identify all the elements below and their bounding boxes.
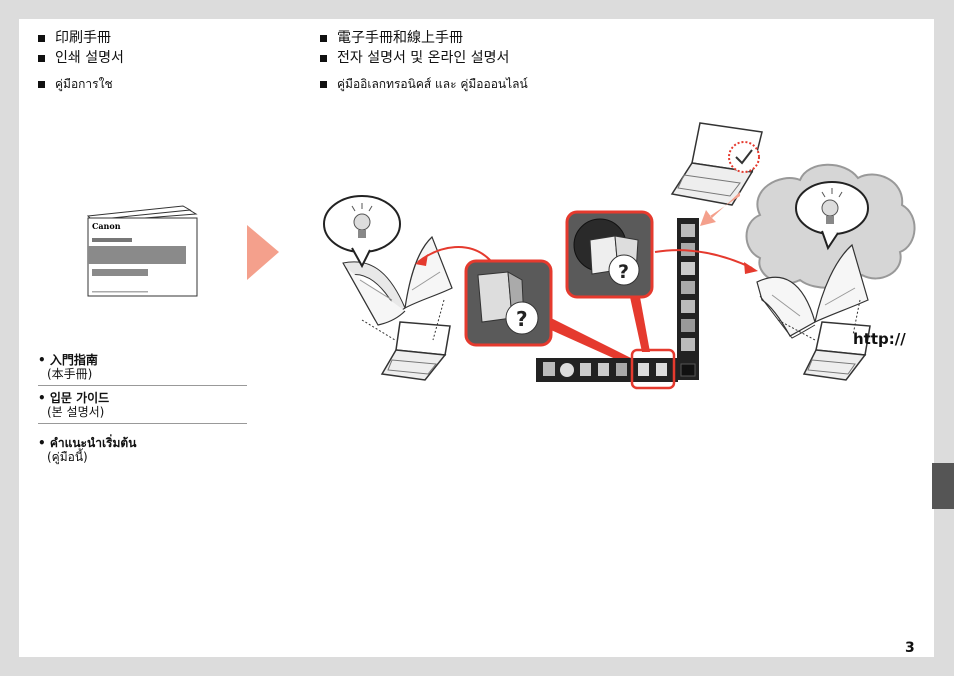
laptop-right-icon [802,321,871,381]
header-right-line1: 電子手冊和線上手冊 [337,30,463,46]
guide-title: • 입문 가이드 [38,391,110,405]
section-tab[interactable] [932,463,954,509]
guide-subtitle: (คู่มือนี้) [47,450,88,464]
page-number: 3 [905,640,915,656]
vertical-toolbar[interactable] [677,218,699,380]
lightbulb-bubble-left-icon [323,195,401,269]
bullet-icon [320,54,327,62]
printed-manual-icon: Canon [86,205,198,297]
guide-item-ko: • 입문 가이드 (본 설명서) [38,391,247,419]
open-book-left-icon [342,235,453,326]
callout-pointer [630,297,650,352]
guide-subtitle: (본 설명서) [47,405,105,419]
header-right-line3: คู่มืออิเลกทรอนิคส์ และ คู่มือออนไลน์ [337,77,528,91]
manual-help-icon: ? [464,259,553,347]
svg-text:?: ? [618,261,629,283]
arrow-right-icon [247,225,279,280]
header-right-line2: 전자 설명서 및 온라인 설명서 [337,50,510,66]
open-book-right-icon [756,243,869,339]
callout-pointer [551,318,640,370]
lightbulb-bubble-right-icon [795,181,869,251]
url-label: http:// [853,330,906,348]
guide-item-zh: • 入門指南 (本手冊) [38,353,247,381]
header-left: 印刷手冊 인쇄 설명서 คู่มือการใช [38,28,124,94]
svg-text:?: ? [516,307,528,331]
header-right: 電子手冊和線上手冊 전자 설명서 및 온라인 설명서 คู่มืออิเลกทร… [320,28,528,94]
bullet-icon [38,80,45,88]
divider [38,423,247,424]
divider [38,385,247,386]
online-manual-icon: ? [565,210,654,299]
guide-title: • คำแนะนำเริ่มต้น [38,436,137,450]
bullet-icon [320,80,327,88]
bullet-icon [38,34,45,42]
horizontal-toolbar[interactable] [536,348,678,390]
bullet-icon [38,54,45,62]
arrow-down-left-icon [700,192,740,226]
bullet-icon [320,34,327,42]
header-left-line1: 印刷手冊 [55,30,111,46]
guide-subtitle: (本手冊) [47,367,93,381]
booklet-brand: Canon [92,221,121,231]
laptop-top-icon [670,122,763,206]
header-left-line2: 인쇄 설명서 [55,50,124,66]
laptop-left-icon [380,321,451,381]
guide-item-th: • คำแนะนำเริ่มต้น (คู่มือนี้) [38,436,247,464]
header-left-line3: คู่มือการใช [55,77,113,91]
guide-title: • 入門指南 [38,353,98,367]
